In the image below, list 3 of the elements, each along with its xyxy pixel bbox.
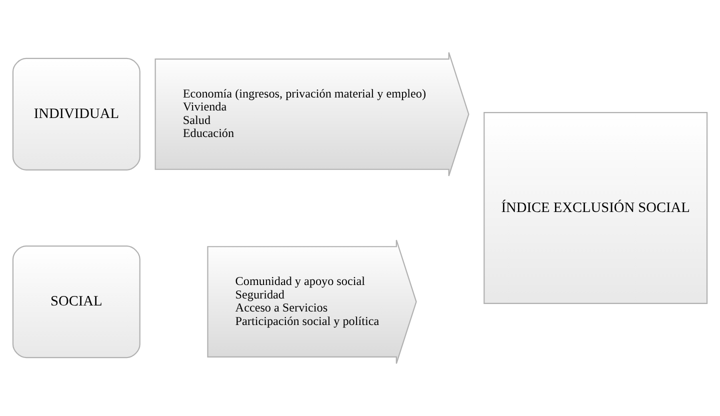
node-box: ÍNDICE EXCLUSIÓN SOCIAL: [484, 112, 708, 304]
node-box: INDIVIDUAL: [12, 58, 140, 170]
node-box: SOCIAL: [12, 246, 140, 358]
